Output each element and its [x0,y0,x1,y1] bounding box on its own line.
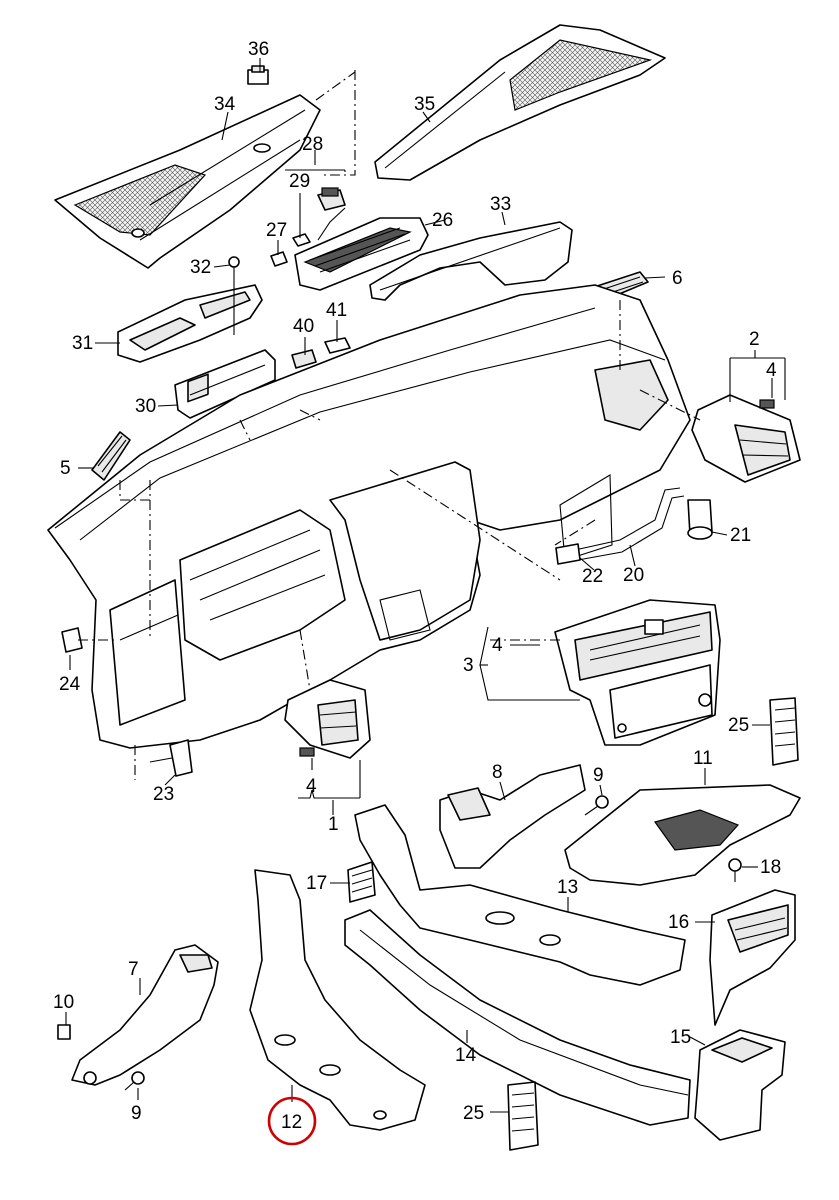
vent-17 [347,861,376,903]
console-trim-11 [564,784,801,886]
callout-29: 29 [289,171,310,192]
callout-20: 20 [623,565,644,586]
clip-27 [270,251,288,267]
duct-8 [439,764,586,869]
duct-7 [71,944,219,1086]
vent-25-upper [769,697,799,766]
callout-9-lower: 9 [131,1103,142,1124]
callout-36: 36 [248,39,269,60]
callout-1: 1 [328,814,339,835]
callout-labels: 36 34 35 28 29 33 26 27 32 6 2 40 41 31 … [53,39,781,1146]
callout-28: 28 [302,134,323,155]
air-vent-1 [284,679,371,759]
highlight-circle-12 [267,1096,317,1146]
callout-23: 23 [153,784,174,805]
screw-9-upper [584,795,609,816]
duct-13 [354,804,686,986]
callout-22: 22 [582,566,603,587]
callout-11: 11 [693,748,713,769]
cowl-panel-left [54,94,321,269]
callout-30: 30 [135,396,156,417]
nozzle-22 [555,543,581,565]
callout-41: 41 [326,300,347,321]
callout-17: 17 [306,873,327,894]
rear-vent-16 [709,889,796,1026]
callout-31: 31 [72,333,93,354]
bracket-23 [149,739,193,777]
clip-36 [247,65,269,85]
vent-25-lower [507,1081,539,1151]
callout-8: 8 [492,762,503,783]
side-vent-5 [91,431,131,481]
callout-26: 26 [432,210,453,231]
callout-6: 6 [672,268,683,289]
callout-27: 27 [266,220,287,241]
callout-25-upper: 25 [728,715,749,736]
hose-20 [574,487,685,561]
callout-24: 24 [59,674,81,695]
clip-29 [292,233,311,247]
callout-16: 16 [668,912,689,933]
clip-10 [57,1024,71,1040]
clip-24 [61,627,83,653]
nozzle-21 [687,499,713,540]
callout-12: 12 [281,1112,302,1133]
callout-32: 32 [190,257,211,278]
screw-32 [228,256,240,335]
air-vent-2 [691,394,801,483]
callout-13: 13 [557,877,578,898]
callout-9-upper: 9 [593,765,604,786]
callout-3: 3 [463,655,474,676]
dashboard-body [47,284,691,749]
clip-40 [291,349,317,369]
defroster-vent-26 [294,217,429,291]
air-outlet-30 [174,349,276,419]
callout-35: 35 [414,94,435,115]
callout-4-right: 4 [766,360,777,381]
callout-34: 34 [214,94,236,115]
callout-10: 10 [53,992,74,1013]
clip-41 [324,337,351,354]
duct-14 [344,909,691,1126]
duct-12 [249,869,426,1131]
callout-21: 21 [730,525,751,546]
sensor-28 [317,187,346,211]
duct-15 [694,1029,786,1141]
screw-9-lower [124,1071,145,1091]
cowl-panel-right [374,24,666,181]
callout-4-centre: 4 [492,635,503,656]
callout-25-lower: 25 [463,1103,484,1124]
callout-33: 33 [490,194,511,215]
assembly-lines [78,300,701,780]
air-outlet-31 [117,284,263,363]
callout-40: 40 [293,316,314,337]
callout-4-left: 4 [306,776,317,797]
leader-lines [65,58,786,1113]
defroster-duct-33 [369,221,573,301]
callout-5: 5 [60,458,71,479]
callout-2: 2 [749,329,760,350]
callout-7: 7 [128,959,139,980]
callout-18: 18 [760,857,781,878]
centre-vent-3 [554,599,721,746]
callout-15: 15 [670,1027,691,1048]
callout-14: 14 [455,1045,477,1066]
screw-18 [728,858,742,882]
